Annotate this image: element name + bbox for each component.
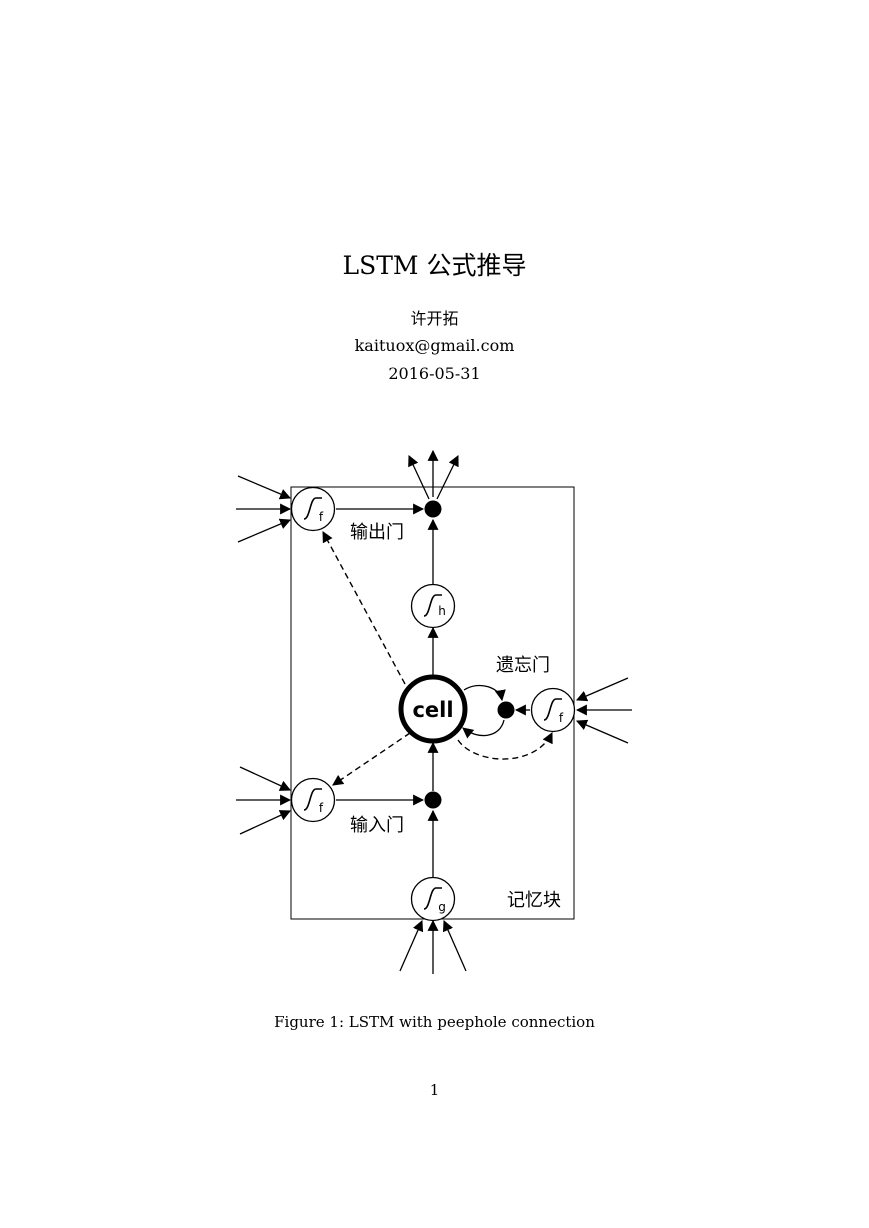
input-gate-label: 输入门 <box>350 815 404 836</box>
cell-label: cell <box>412 698 453 722</box>
forget-gate-node: f <box>530 687 576 733</box>
output-gate-label: 输出门 <box>350 522 404 543</box>
figure-caption: Figure 1: LSTM with peephole connection <box>274 1013 595 1031</box>
author-name: 许开拓 <box>410 309 459 328</box>
cell-recurrent-loop-in <box>462 719 505 739</box>
output-squash-node: h <box>410 583 456 629</box>
output-gate-inputs <box>236 475 292 543</box>
output-gate-node: f <box>290 486 336 532</box>
cell-inputs <box>399 919 467 974</box>
output-gate-sub: f <box>319 510 324 524</box>
cell-node: cell <box>398 674 468 744</box>
forget-gate-sub: f <box>559 711 564 725</box>
forget-multiplier <box>497 701 515 719</box>
input-squash-node: g <box>410 876 456 922</box>
author-email: kaituox@gmail.com <box>354 336 515 355</box>
input-squash-sub: g <box>438 900 446 914</box>
page-number: 1 <box>429 1081 440 1099</box>
paper-title: LSTM 公式推导 <box>342 251 527 280</box>
output-arrows <box>408 449 459 500</box>
forget-gate-inputs <box>575 677 632 744</box>
cell-recurrent-loop-out <box>463 684 506 702</box>
input-gate-inputs <box>236 766 292 835</box>
input-gate-sub: f <box>319 801 324 815</box>
output-squash-sub: h <box>438 604 446 618</box>
forget-gate-label: 遗忘门 <box>496 655 550 676</box>
peephole-output <box>322 531 406 685</box>
peephole-input <box>332 732 411 786</box>
peephole-forget <box>457 732 553 760</box>
input-multiplier <box>424 791 442 809</box>
memory-block-label: 记忆块 <box>507 890 561 911</box>
paper-date: 2016-05-31 <box>388 364 481 383</box>
input-gate-node: f <box>290 777 336 823</box>
output-multiplier <box>424 500 442 518</box>
